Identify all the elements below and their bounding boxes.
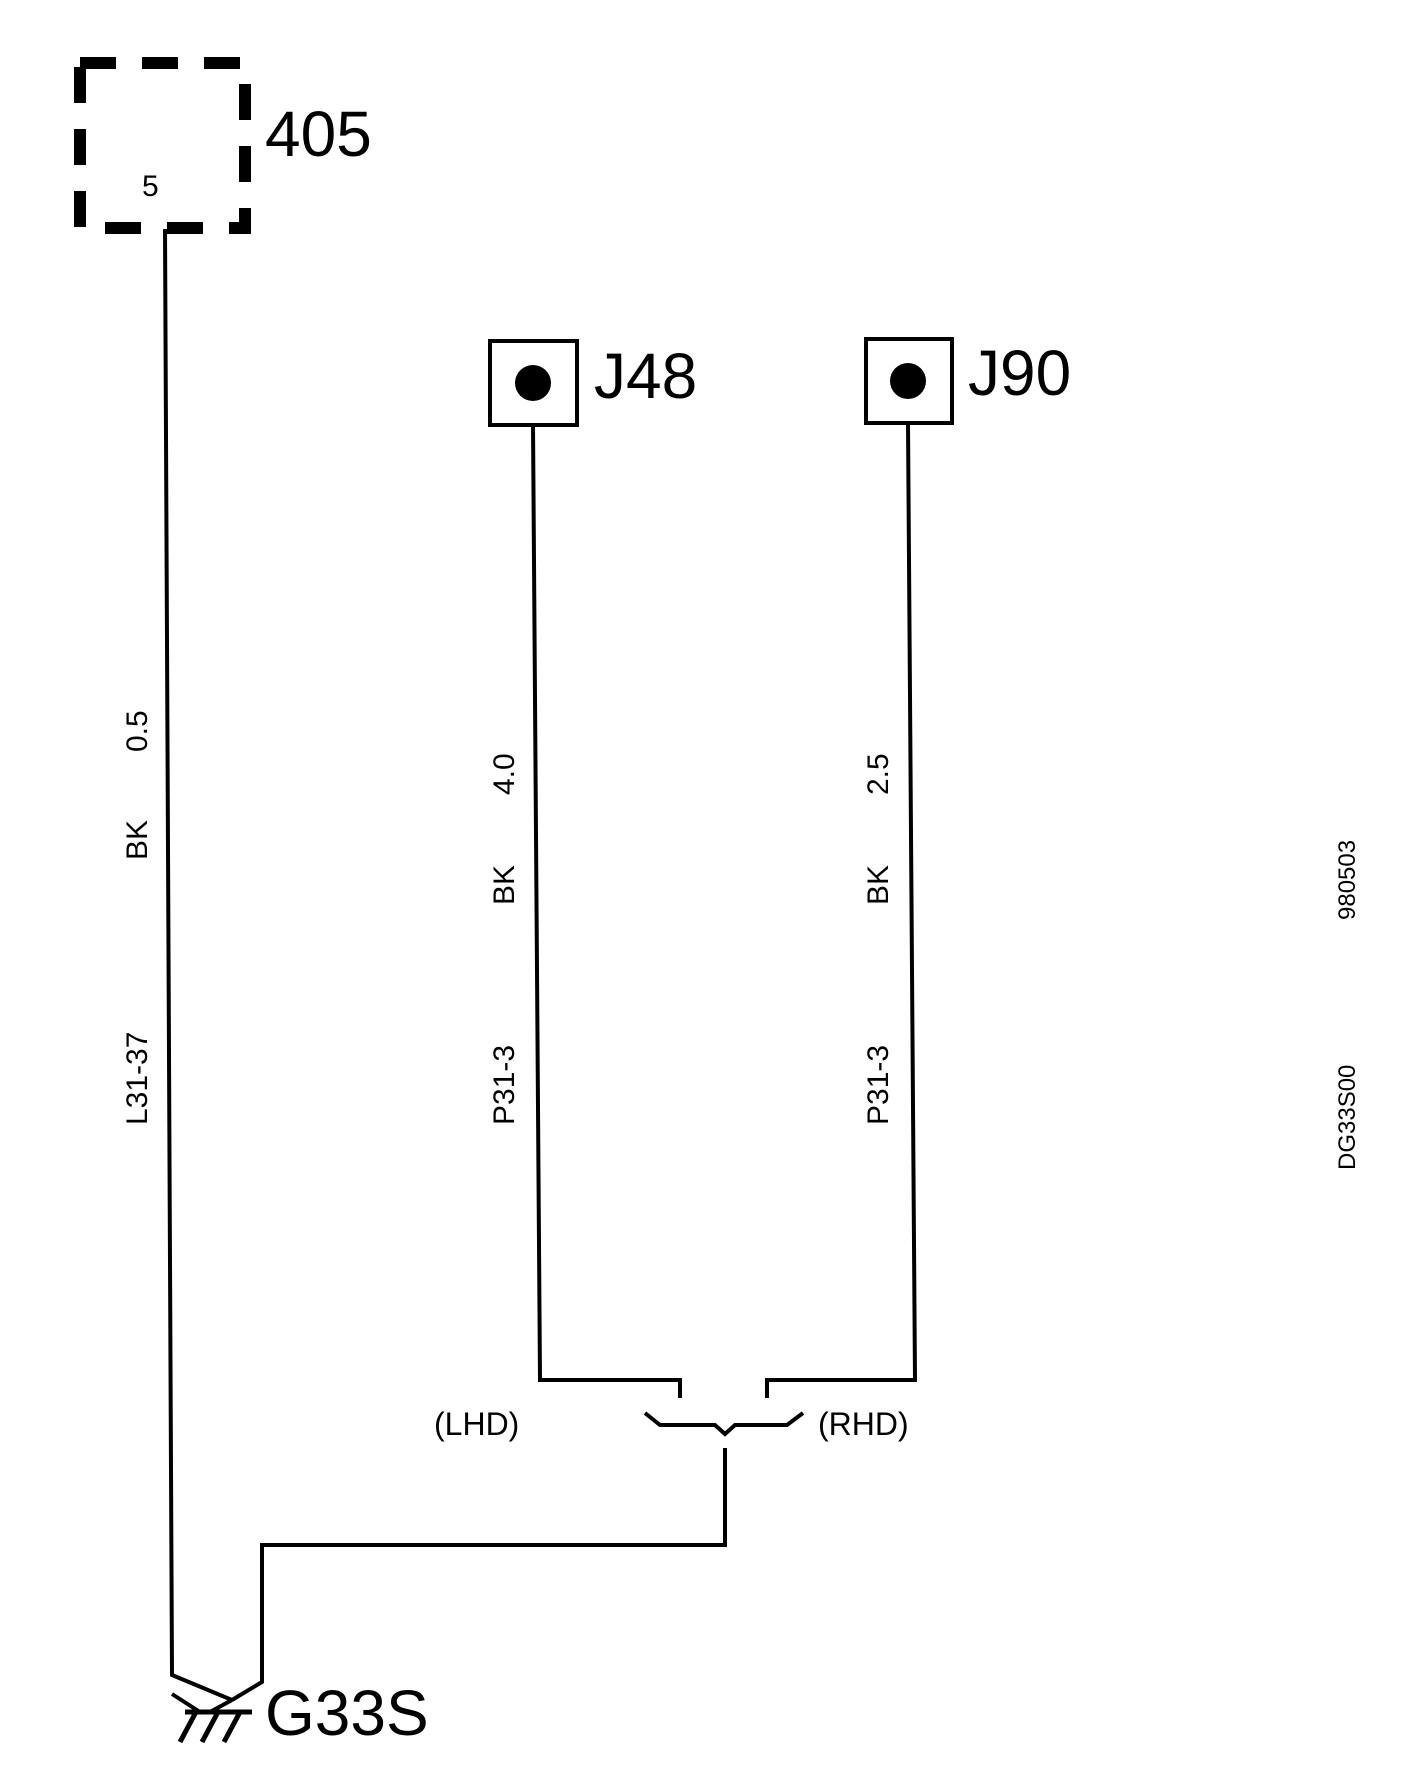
wire-middle-size: 4.0	[488, 753, 521, 795]
wire-right-size: 2.5	[862, 753, 895, 795]
wire-middle-circuit: P31-3	[488, 1045, 521, 1125]
module-405-box	[74, 57, 251, 234]
option-bracket	[643, 1411, 805, 1437]
module-405-pin-label: 5	[142, 170, 159, 203]
connector-j90-terminal	[890, 363, 926, 399]
wire-left-circuit: L31-37	[121, 1032, 154, 1125]
option-lhd-label: (LHD)	[434, 1406, 519, 1442]
module-405-label: 405	[265, 98, 372, 170]
margin-date-code: 980503	[1334, 840, 1361, 920]
margin-drawing-code: DG33S00	[1334, 1065, 1361, 1170]
wire-j48	[531, 424, 682, 1398]
connector-j48-terminal	[515, 365, 551, 401]
connector-j48-label: J48	[594, 340, 697, 412]
wire-right-circuit: P31-3	[862, 1045, 895, 1125]
ground-g33s-label: G33S	[265, 1677, 429, 1749]
wire-left-size: 0.5	[121, 710, 154, 752]
wire-ground-return	[230, 1448, 727, 1702]
option-rhd-label: (RHD)	[818, 1406, 909, 1442]
connector-j90-label: J90	[968, 337, 1071, 409]
wire-right-color: BK	[862, 865, 895, 905]
wire-left-color: BK	[121, 820, 154, 860]
ground-icon	[170, 1692, 252, 1744]
wire-l31-37	[163, 228, 233, 1702]
wire-j90	[765, 422, 918, 1398]
wire-middle-color: BK	[488, 865, 521, 905]
